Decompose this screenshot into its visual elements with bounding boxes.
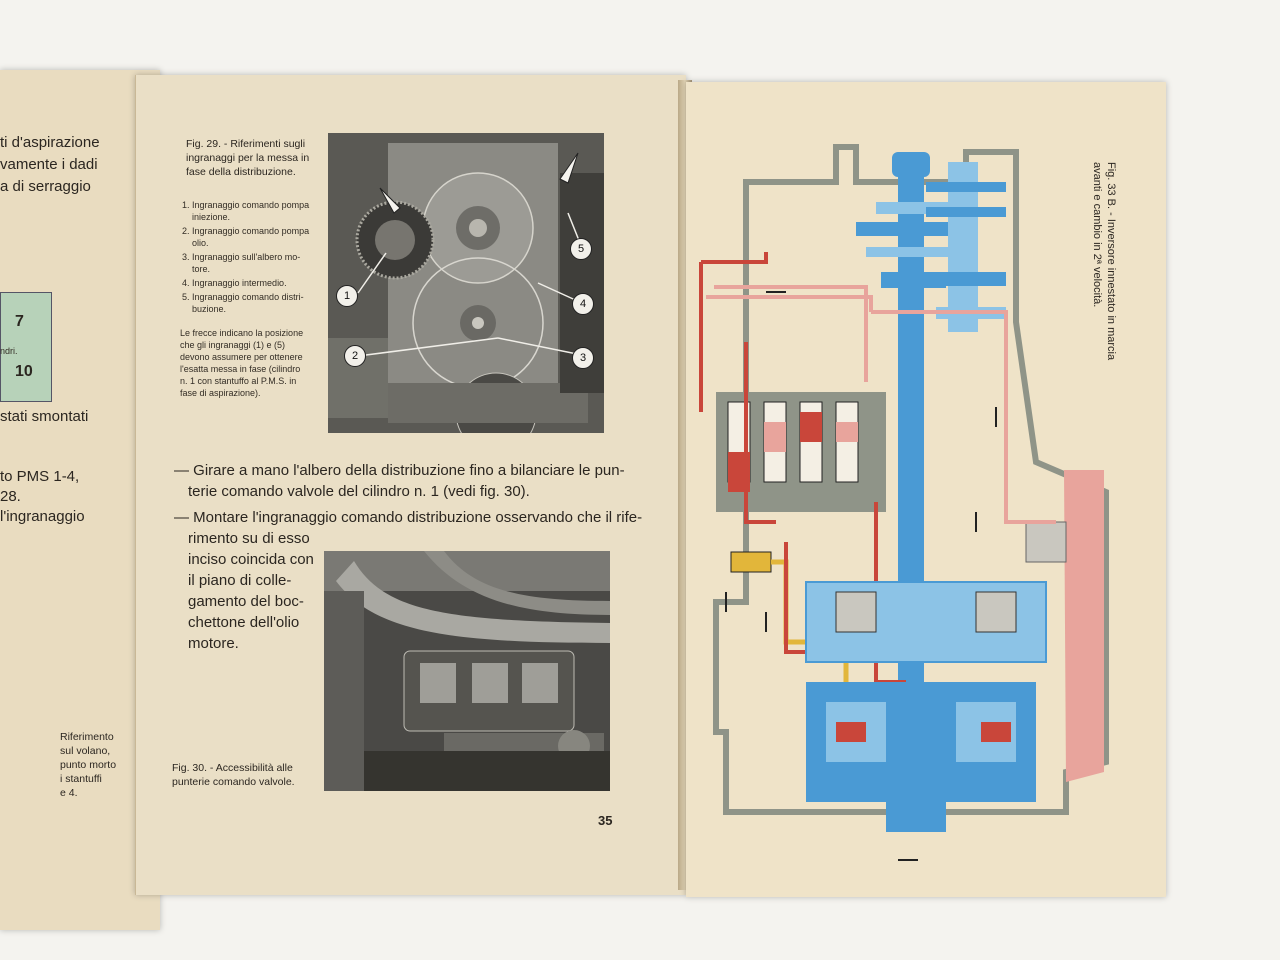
bolt-number-10: 10 bbox=[15, 363, 33, 380]
fig30-valve-tappets-photo bbox=[324, 551, 610, 791]
fig33b-caption-line-2: avanti e cambio in 2ª velocità. bbox=[1091, 162, 1103, 308]
instruction-2-line-2: rimento su di esso bbox=[188, 530, 310, 547]
callout-2: 2 bbox=[344, 345, 366, 367]
instruction-1-line-1: — Girare a mano l'albero della distribuz… bbox=[174, 462, 625, 479]
callout-1: 1 bbox=[336, 285, 358, 307]
fig33b-caption-line-1: Fig. 33 B. - Inversore innestato in marc… bbox=[1105, 162, 1117, 361]
fig29-item-3a: 3. Ingranaggio sull'albero mo- bbox=[182, 252, 301, 262]
callout-5: 5 bbox=[570, 238, 592, 260]
fig29-item-4: 4. Ingranaggio intermedio. bbox=[182, 278, 287, 288]
left-text-line-3: a di serraggio bbox=[0, 178, 91, 195]
fig29-item-2a: 2. Ingranaggio comando pompa bbox=[182, 226, 310, 236]
fig30-photo-drawing bbox=[324, 551, 610, 791]
fig29-note-6: fase di aspirazione). bbox=[180, 388, 261, 398]
left-text-line-5: stati smontati bbox=[0, 408, 89, 425]
fig29-note-5: n. 1 con stantuffo al P.M.S. in bbox=[180, 376, 297, 386]
fig29-engine-gears-photo: 1 2 3 4 5 bbox=[328, 133, 604, 433]
fig29-caption-line-3: fase della distribuzione. bbox=[186, 166, 296, 178]
instruction-2-line-7: motore. bbox=[188, 635, 239, 652]
left-text-line-6: to PMS 1-4, bbox=[0, 468, 80, 485]
left-caption-line-3: punto morto bbox=[60, 759, 117, 771]
fig33b-transmission-diagram bbox=[699, 144, 1109, 861]
fig29-note-4: l'esatta messa in fase (cilindro bbox=[180, 364, 301, 374]
fig29-item-1a: 1. Ingranaggio comando pompa bbox=[182, 200, 310, 210]
instruction-2-line-3: inciso coincida con bbox=[188, 551, 314, 568]
fig29-item-3b: tore. bbox=[192, 264, 211, 274]
fig29-caption-line-2: ingranaggi per la messa in bbox=[186, 152, 310, 164]
fig29-note-3: devono assumere per ottenere bbox=[180, 352, 303, 362]
fig29-item-1b: iniezione. bbox=[192, 212, 231, 222]
bolt-order-diagram: 7 10 bbox=[0, 292, 52, 402]
left-caption-line-4: i stantuffi bbox=[60, 773, 102, 785]
left-caption-line-2: sul volano, bbox=[60, 745, 111, 757]
left-text-line-2: vamente i dadi bbox=[0, 156, 98, 173]
fig29-item-5b: buzione. bbox=[192, 304, 227, 314]
left-caption-line-1: Riferimento bbox=[60, 731, 114, 743]
callout-3: 3 bbox=[572, 347, 594, 369]
instruction-2-line-4: il piano di colle- bbox=[188, 572, 292, 589]
left-text-line-1: ti d'aspirazione bbox=[0, 134, 100, 151]
fig30-caption-line-1: Fig. 30. - Accessibilità alle bbox=[172, 762, 293, 774]
fig30-caption-line-2: punterie comando valvole. bbox=[172, 776, 295, 788]
left-page: ti d'aspirazione vamente i dadi a di ser… bbox=[0, 70, 160, 930]
left-text-line-7: 28. bbox=[0, 488, 21, 505]
fig29-note-2: che gli ingranaggi (1) e (5) bbox=[180, 340, 286, 350]
fig29-note-1: Le frecce indicano la posizione bbox=[180, 328, 304, 338]
right-page: Fig. 33 B. - Inversore innestato in marc… bbox=[686, 82, 1166, 897]
callout-4: 4 bbox=[572, 293, 594, 315]
bolt-number-7: 7 bbox=[15, 313, 24, 330]
fig29-caption-line-1: Fig. 29. - Riferimenti sugli bbox=[186, 138, 306, 150]
left-caption-line-5: e 4. bbox=[60, 787, 78, 799]
instruction-2-line-6: chettone dell'olio bbox=[188, 614, 300, 631]
fig29-photo-drawing bbox=[328, 133, 604, 433]
left-text-line-8: l'ingranaggio bbox=[0, 508, 85, 525]
fig29-item-5a: 5. Ingranaggio comando distri- bbox=[182, 292, 304, 302]
page-number: 35 bbox=[598, 813, 613, 828]
instruction-2-line-5: gamento del boc- bbox=[188, 593, 304, 610]
instruction-2-line-1: — Montare l'ingranaggio comando distribu… bbox=[174, 509, 643, 526]
fig29-item-2b: olio. bbox=[192, 238, 209, 248]
instruction-1-line-2: terie comando valvole del cilindro n. 1 … bbox=[188, 483, 530, 500]
left-text-line-4: ndri. bbox=[0, 346, 18, 356]
center-page: Fig. 29. - Riferimenti sugli ingranaggi … bbox=[135, 75, 686, 895]
